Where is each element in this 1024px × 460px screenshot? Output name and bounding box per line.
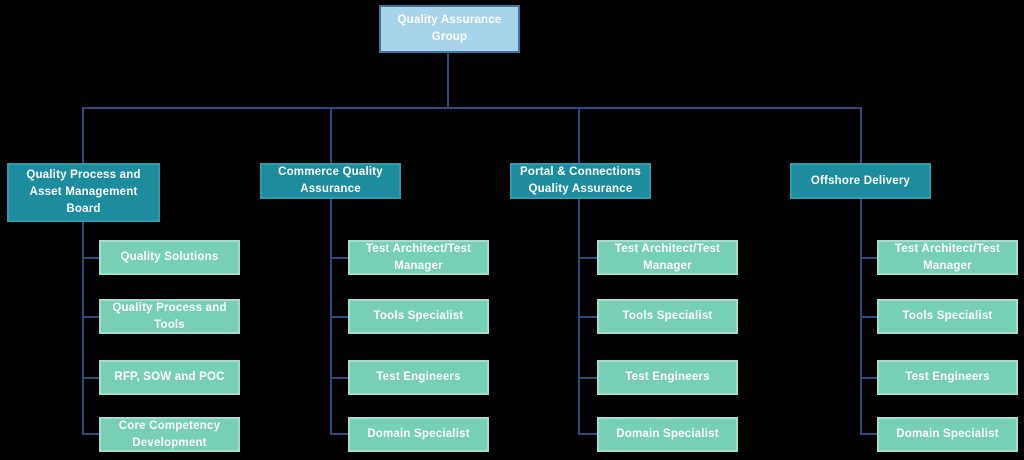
org-node-child: Test Architect/Test Manager [597,240,738,275]
connector-line [447,53,449,109]
org-node-branch-portal-connections-qa: Portal & Connections Quality Assurance [510,163,651,199]
org-node-label: Tools Specialist [902,310,993,323]
org-node-label: Domain Specialist [616,428,719,441]
org-node-label: Quality Assurance Group [397,14,502,43]
org-node-label: Domain Specialist [896,428,999,441]
org-node-child: Test Engineers [597,360,738,395]
org-node-branch-offshore-delivery: Offshore Delivery [790,163,931,199]
org-node-label: Test Engineers [905,371,990,384]
org-node-label: Portal & Connections Quality Assurance [520,166,641,195]
org-node-root: Quality Assurance Group [379,5,520,53]
org-node-label: RFP, SOW and POC [114,371,225,384]
connector-line [860,433,877,435]
org-node-label: Quality Process and Tools [112,301,227,331]
org-node-child: Domain Specialist [348,417,489,452]
connector-line [860,257,877,259]
org-node-label: Commerce Quality Assurance [278,166,383,195]
connector-line [330,316,348,318]
connector-line [578,107,580,163]
org-node-label: Quality Process and Asset Management Boa… [26,169,141,215]
connector-line [330,257,348,259]
connector-line [860,316,877,318]
org-node-child: Tools Specialist [348,299,489,334]
connector-line [578,257,597,259]
org-node-label: Test Architect/Test Manager [894,242,1001,272]
connector-line [82,107,862,109]
org-node-child: Core Competency Development [99,417,240,452]
org-node-child: Test Engineers [877,360,1018,395]
org-node-child: Quality Process and Tools [99,299,240,334]
connector-line [82,316,99,318]
org-node-child: Test Engineers [348,360,489,395]
org-node-label: Offshore Delivery [810,174,911,187]
org-node-branch-commerce-qa: Commerce Quality Assurance [260,163,401,199]
org-node-child: Tools Specialist [597,299,738,334]
org-node-child: RFP, SOW and POC [99,360,240,395]
connector-line [82,433,99,435]
connector-line [330,377,348,379]
connector-line [860,107,862,163]
org-node-branch-quality-process-board: Quality Process and Asset Management Boa… [7,163,160,222]
connector-line [578,316,597,318]
org-node-label: Test Architect/Test Manager [614,242,721,272]
org-node-label: Test Engineers [376,371,461,384]
org-node-child: Test Architect/Test Manager [877,240,1018,275]
connector-line [860,377,877,379]
org-node-label: Test Engineers [625,371,710,384]
connector-line [82,222,84,435]
connector-line [82,107,84,163]
connector-line [330,107,332,163]
org-node-label: Tools Specialist [622,310,713,323]
org-node-child: Tools Specialist [877,299,1018,334]
org-node-child: Quality Solutions [99,240,240,275]
org-node-child: Domain Specialist [877,417,1018,452]
connector-line [82,377,99,379]
connector-line [330,433,348,435]
org-node-label: Domain Specialist [367,428,470,441]
connector-line [82,257,99,259]
connector-line [578,377,597,379]
connector-line [578,433,597,435]
org-node-label: Tools Specialist [373,310,464,323]
org-node-label: Quality Solutions [120,251,219,264]
org-node-label: Test Architect/Test Manager [365,242,472,272]
org-node-child: Domain Specialist [597,417,738,452]
org-node-child: Test Architect/Test Manager [348,240,489,275]
org-node-label: Core Competency Development [118,419,221,449]
